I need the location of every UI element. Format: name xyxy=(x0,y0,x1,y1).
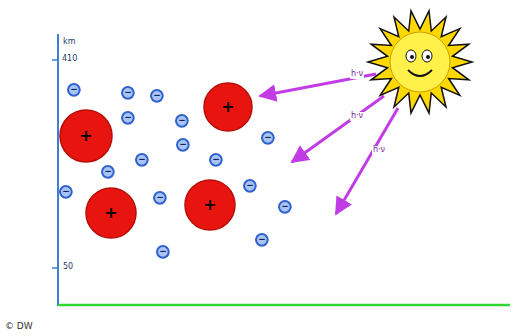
circle-shape xyxy=(244,180,256,192)
electron: − xyxy=(261,131,275,145)
electron: − xyxy=(175,114,189,128)
charge-sign: − xyxy=(179,140,187,149)
axis-value: 410 xyxy=(61,55,78,64)
electron: − xyxy=(278,200,292,214)
electron: − xyxy=(255,233,269,247)
charge-sign: − xyxy=(258,235,266,244)
electron: − xyxy=(243,179,257,193)
positive-ion: + xyxy=(184,179,236,231)
charge-sign: − xyxy=(159,247,167,256)
circle-shape xyxy=(204,83,252,131)
circle-shape xyxy=(136,154,148,166)
sun-face xyxy=(390,32,450,92)
charge-sign: − xyxy=(124,88,132,97)
charge-sign: − xyxy=(178,116,186,125)
positive-ion: + xyxy=(59,109,113,163)
radiation-arrow xyxy=(336,108,398,214)
circle-shape xyxy=(279,201,291,213)
sun-smile xyxy=(408,70,432,76)
sun-rays xyxy=(368,11,472,113)
axis-tick xyxy=(52,59,58,61)
circle-shape xyxy=(151,90,163,102)
electron: − xyxy=(153,191,167,205)
circle-shape xyxy=(86,188,136,238)
radiation-label: h·ν xyxy=(350,112,364,121)
sun-pupil xyxy=(410,55,414,59)
circle-shape xyxy=(122,112,134,124)
charge-sign: − xyxy=(70,85,78,94)
sun-pupil xyxy=(426,55,430,59)
charge-sign: − xyxy=(264,133,272,142)
electron: − xyxy=(59,185,73,199)
circle-shape xyxy=(68,84,80,96)
charge-sign: − xyxy=(281,202,289,211)
electron: − xyxy=(121,86,135,100)
charge-sign: − xyxy=(62,187,70,196)
charge-sign: + xyxy=(104,205,117,221)
electron: − xyxy=(209,153,223,167)
circle-shape xyxy=(157,246,169,258)
electron: − xyxy=(135,153,149,167)
ground-line xyxy=(58,304,510,307)
circle-shape xyxy=(60,110,112,162)
electron: − xyxy=(121,111,135,125)
electron: − xyxy=(67,83,81,97)
circle-shape xyxy=(210,154,222,166)
circle-shape xyxy=(177,139,189,151)
copyright-watermark: © DW xyxy=(4,322,34,332)
charge-sign: + xyxy=(79,128,92,144)
circle-shape xyxy=(122,87,134,99)
circle-shape xyxy=(60,186,72,198)
radiation-label: h·ν xyxy=(372,146,386,155)
sun-figure xyxy=(368,11,472,113)
altitude-axis xyxy=(57,34,59,306)
positive-ion: + xyxy=(85,187,137,239)
charge-sign: − xyxy=(138,155,146,164)
electron: − xyxy=(156,245,170,259)
electron: − xyxy=(176,138,190,152)
circle-shape xyxy=(185,180,235,230)
positive-ion: + xyxy=(203,82,253,132)
charge-sign: + xyxy=(221,99,234,115)
radiation-arrow xyxy=(292,96,384,162)
axis-value: 50 xyxy=(62,263,74,272)
circle-shape xyxy=(262,132,274,144)
charge-sign: + xyxy=(203,197,216,213)
circle-shape xyxy=(102,166,114,178)
charge-sign: − xyxy=(153,91,161,100)
circle-shape xyxy=(256,234,268,246)
charge-sign: − xyxy=(124,113,132,122)
charge-sign: − xyxy=(104,167,112,176)
charge-sign: − xyxy=(156,193,164,202)
circle-shape xyxy=(176,115,188,127)
circle-shape xyxy=(154,192,166,204)
charge-sign: − xyxy=(212,155,220,164)
charge-sign: − xyxy=(246,181,254,190)
radiation-label: h·ν xyxy=(350,70,364,79)
electron: − xyxy=(150,89,164,103)
axis-tick xyxy=(52,267,58,269)
sun-eye xyxy=(406,50,416,62)
electron: − xyxy=(101,165,115,179)
sun-eye xyxy=(422,50,432,62)
axis-unit: km xyxy=(62,38,76,47)
